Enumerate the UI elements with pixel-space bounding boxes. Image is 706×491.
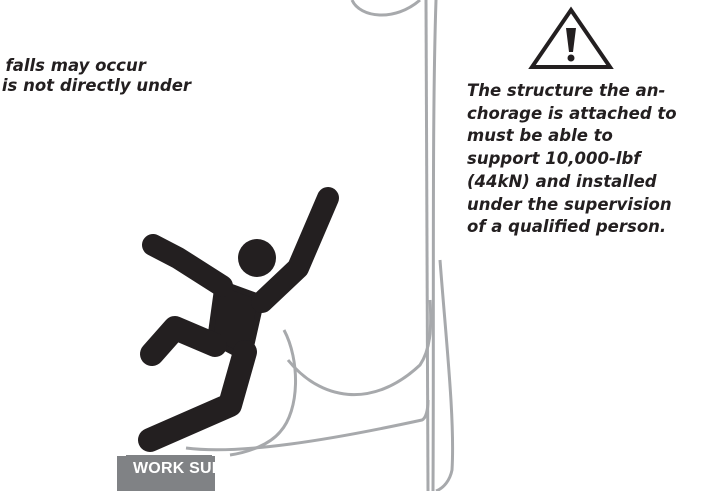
lanyard	[288, 300, 431, 395]
left-warning-line-2: r is not directly under	[0, 76, 228, 96]
anchorage-warning-line-3: must be able to	[467, 125, 705, 148]
anchorage-warning-line-6: under the supervision	[467, 194, 705, 217]
left-warning-line-1: g falls may occur	[0, 56, 228, 76]
anchorage-warning-line-2: chorage is attached to	[467, 103, 705, 126]
lifeline-vertical-3	[436, 260, 453, 491]
anchorage-warning-line-4: support 10,000-lbf	[467, 148, 705, 171]
lifeline-vertical-2	[433, 0, 436, 491]
anchorage-warning-line-5: (44kN) and installed	[467, 171, 705, 194]
work-surface-label: WORK SURFACE	[126, 455, 212, 491]
warning-triangle-icon	[532, 10, 610, 67]
falling-person-icon	[150, 198, 328, 440]
lifeline-loop	[352, 0, 420, 15]
anchorage-warning-line-7: of a qualified person.	[467, 216, 705, 239]
left-warning-text: g falls may occur r is not directly unde…	[0, 56, 228, 96]
anchorage-warning-text: The structure the an- chorage is attache…	[467, 80, 705, 239]
anchorage-warning-line-1: The structure the an-	[467, 80, 705, 103]
